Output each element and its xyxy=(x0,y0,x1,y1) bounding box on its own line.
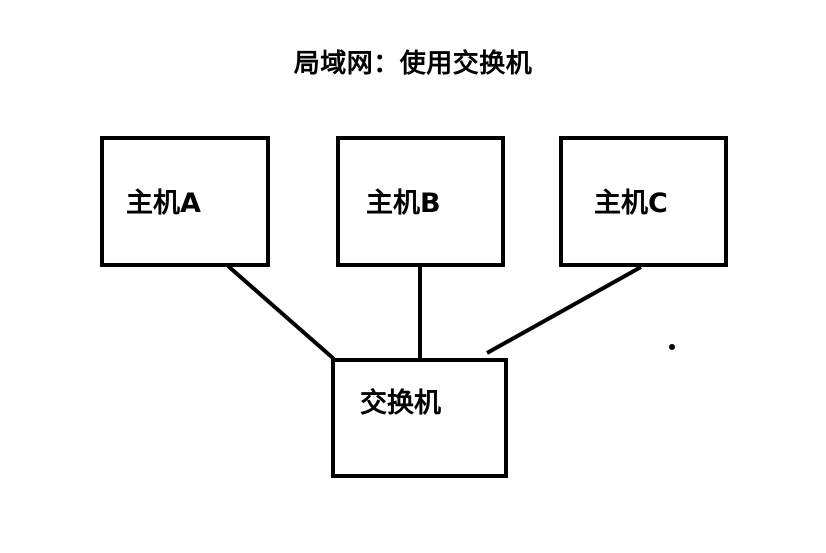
link-host-c-to-switch xyxy=(486,265,642,355)
node-label-host-b: 主机B xyxy=(366,188,441,219)
node-label-host-a: 主机A xyxy=(126,188,201,219)
node-label-host-c: 主机C xyxy=(594,188,668,219)
node-box-switch xyxy=(331,358,508,478)
node-label-switch: 交换机 xyxy=(360,388,441,419)
node-box-host-a xyxy=(100,136,270,267)
stray-dot-mark xyxy=(669,344,675,350)
link-host-a-to-switch xyxy=(226,264,336,361)
node-box-host-c xyxy=(559,136,728,267)
page-title: 局域网：使用交换机 xyxy=(293,49,533,79)
node-box-host-b xyxy=(336,136,505,267)
